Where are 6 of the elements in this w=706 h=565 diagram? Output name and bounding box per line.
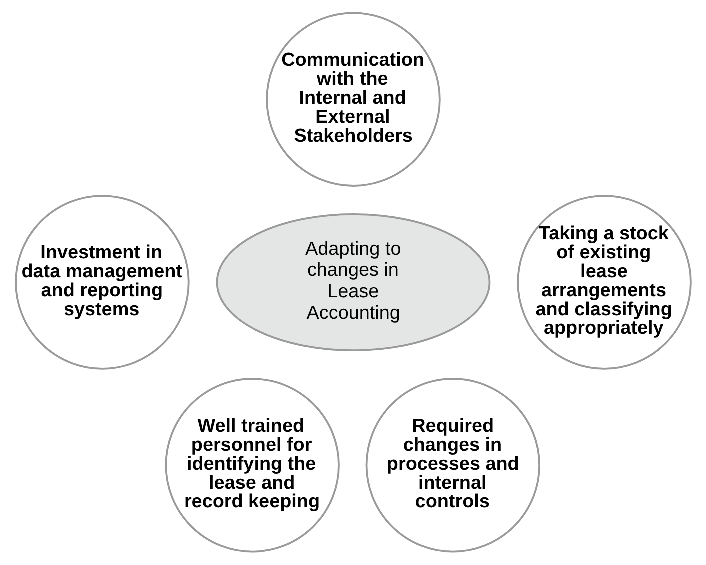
node-circle: Communication with the Internal and External Stakeholders [266, 12, 440, 187]
node-ellipse: Adapting to changes in Lease Accounting [216, 213, 490, 352]
node-circle: Investment in data management and reporting systems [14, 195, 190, 370]
node-circle: Well trained personnel for identifying the lease and record keeping [164, 378, 340, 553]
node-circle: Taking a stock of existing lease arrangements and classifying appropriately [516, 195, 692, 370]
node-circle: Required changes in processes and internal controls [365, 378, 540, 553]
